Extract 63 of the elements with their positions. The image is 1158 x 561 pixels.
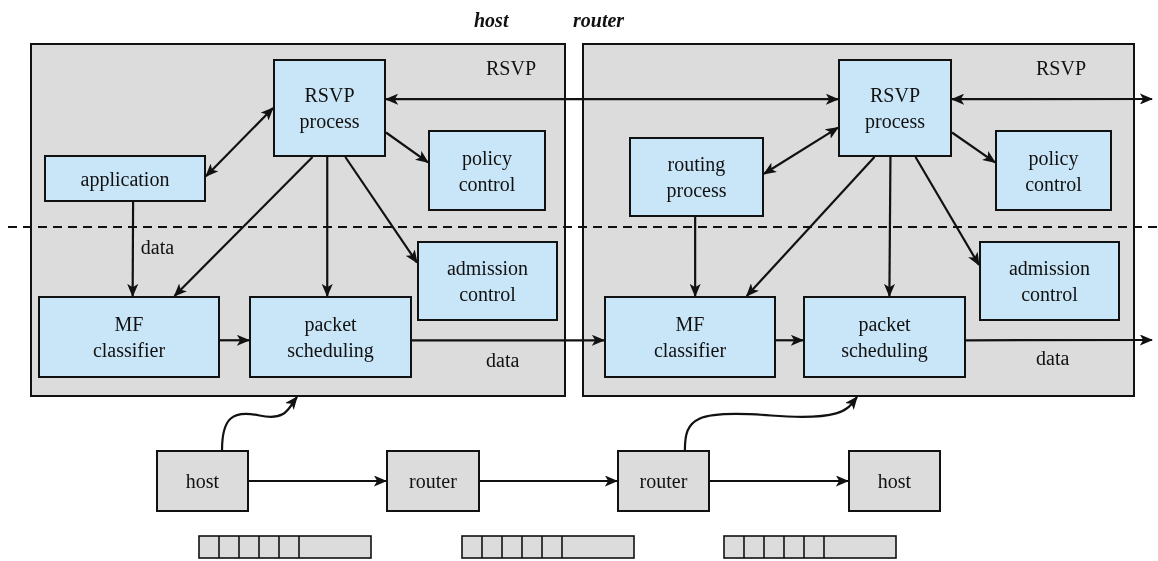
arrow: [385, 131, 429, 164]
process-box: [249, 296, 412, 378]
node-text: router: [639, 469, 688, 494]
arrow: [205, 107, 274, 177]
node-text: MF classifier: [653, 312, 727, 363]
process-box: [803, 296, 966, 378]
process-box: [838, 59, 952, 157]
network-node-box: [156, 450, 249, 512]
node-text: packet scheduling: [841, 312, 928, 363]
node-text: admission control: [446, 256, 529, 307]
process-box: [979, 241, 1120, 321]
arrow: [914, 156, 980, 266]
process-box: [273, 59, 386, 157]
node-text: host: [877, 469, 912, 494]
arrow: [884, 157, 895, 298]
arrow: [710, 475, 850, 487]
network-node-box: [386, 450, 480, 512]
process-box: [38, 296, 220, 378]
arrow: [776, 334, 805, 346]
arrow: [745, 156, 876, 297]
process-box: [44, 155, 206, 202]
node-text: host: [185, 469, 220, 494]
arrow: [950, 93, 1154, 105]
node-text: packet scheduling: [287, 312, 374, 363]
arrow: [683, 396, 858, 451]
process-box: [428, 130, 546, 211]
network-node-box: [848, 450, 941, 512]
column-title: router: [573, 8, 625, 32]
flow-label: RSVP: [1036, 56, 1087, 80]
node-text: application: [80, 166, 170, 192]
arrow: [249, 475, 388, 487]
flow-label: RSVP: [486, 56, 537, 80]
arrow: [951, 131, 996, 164]
flow-label: data: [486, 348, 520, 372]
device-panel: [30, 43, 566, 397]
arrow: [480, 475, 619, 487]
process-box: [417, 241, 558, 321]
node-text: policy control: [458, 145, 516, 197]
node-text: RSVP process: [865, 83, 925, 134]
flow-label: data: [1036, 346, 1070, 370]
arrow: [689, 217, 701, 298]
arrow: [127, 202, 139, 298]
node-text: RSVP process: [299, 83, 360, 134]
process-box: [604, 296, 776, 378]
arrow: [384, 93, 840, 105]
arrow: [966, 334, 1154, 346]
network-node-box: [617, 450, 710, 512]
column-title: host: [474, 8, 509, 32]
arrow: [321, 157, 333, 298]
node-text: routing process: [666, 152, 727, 203]
node-text: policy control: [1025, 145, 1082, 197]
arrow: [220, 396, 298, 451]
arrow: [220, 334, 251, 346]
process-box: [995, 130, 1112, 211]
arrow: [173, 156, 314, 297]
arrow: [344, 156, 418, 264]
node-text: admission control: [1008, 256, 1091, 307]
device-panel: [582, 43, 1135, 397]
arrow: [763, 126, 839, 175]
node-text: MF classifier: [92, 312, 166, 363]
process-box: [629, 137, 764, 217]
node-text: router: [409, 469, 457, 494]
arrow: [412, 334, 606, 346]
